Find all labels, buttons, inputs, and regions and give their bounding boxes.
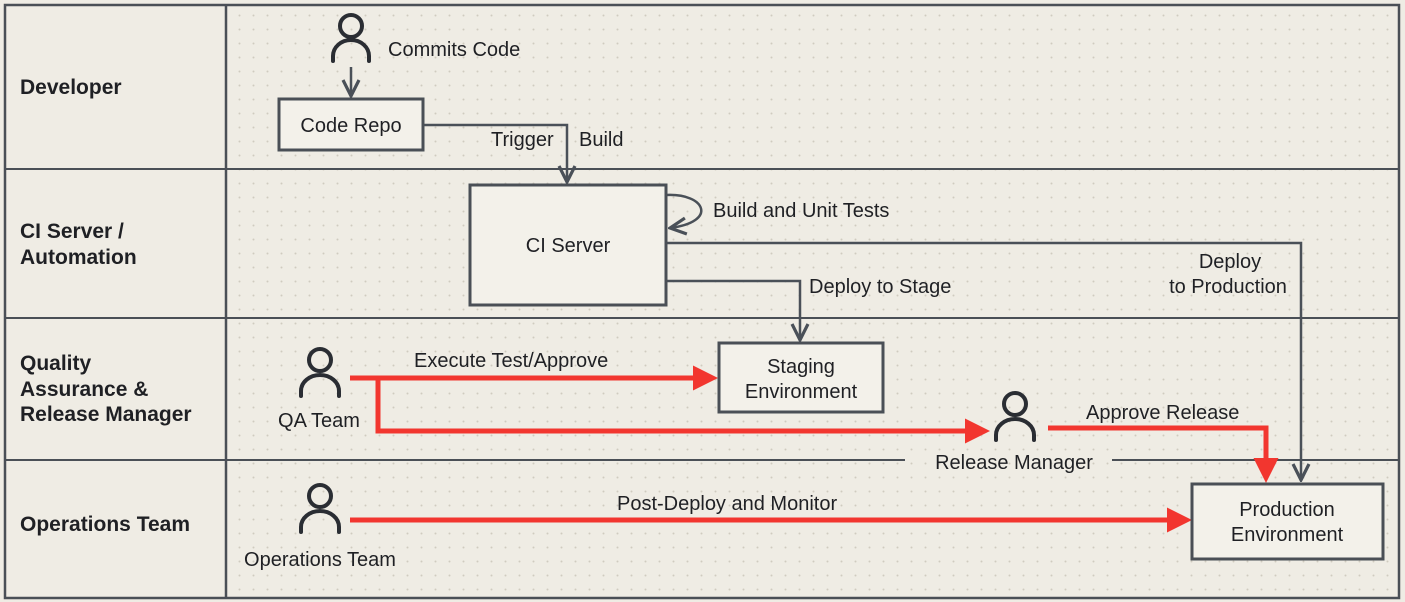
lane-label-operations: Operations Team	[20, 513, 190, 536]
production-label-line1: Production	[1239, 499, 1335, 521]
qa-team-person-icon	[299, 347, 341, 398]
lane-ci-server: CI Server / Automation	[20, 220, 137, 269]
developer-person-icon	[331, 13, 371, 63]
trigger-build-arrow	[423, 123, 567, 182]
lane-operations: Operations Team	[20, 513, 190, 536]
lane-label-ci-line2: Automation	[20, 246, 137, 269]
lane-label-qa-line3: Release Manager	[20, 403, 192, 426]
approve-release-arrow	[1048, 425, 1279, 483]
deploy-production-arrow	[666, 241, 1301, 480]
lane-label-qa-line1: Quality	[20, 352, 92, 375]
post-deploy-label: Post-Deploy and Monitor	[617, 493, 837, 515]
operations-team-person-icon	[299, 483, 341, 534]
trigger-label: Trigger	[491, 129, 554, 151]
build-label: Build	[579, 129, 623, 151]
lane-label-ci-line1: CI Server /	[20, 220, 124, 243]
ci-server-node: CI Server	[468, 183, 668, 307]
commits-code-label: Commits Code	[388, 39, 520, 61]
deploy-production-label-line2: to Production	[1169, 276, 1287, 298]
staging-label-line2: Environment	[745, 381, 858, 403]
code-repo-label: Code Repo	[300, 115, 401, 137]
release-manager-label: Release Manager	[935, 452, 1093, 474]
release-manager-person-icon	[994, 391, 1036, 442]
ci-server-label: CI Server	[526, 235, 611, 257]
deploy-production-label-line1: Deploy	[1199, 251, 1261, 273]
staging-environment-node: Staging Environment	[717, 341, 885, 414]
qa-team-label: QA Team	[278, 410, 360, 432]
swimlane-grid	[3, 3, 1401, 600]
lane-label-qa-line2: Assurance &	[20, 378, 148, 401]
build-unit-tests-label: Build and Unit Tests	[713, 200, 889, 222]
qa-to-release-arrow	[375, 378, 990, 444]
lane-developer: Developer	[20, 76, 122, 99]
operations-team-label: Operations Team	[244, 549, 396, 571]
execute-test-label: Execute Test/Approve	[414, 350, 608, 372]
deploy-stage-label: Deploy to Stage	[809, 276, 951, 298]
deploy-stage-arrow	[666, 279, 800, 340]
production-label-line2: Environment	[1231, 524, 1344, 546]
staging-label-line1: Staging	[767, 356, 835, 378]
code-repo-node: Code Repo	[277, 97, 425, 152]
lane-label-developer: Developer	[20, 76, 122, 99]
production-environment-node: Production Environment	[1190, 482, 1385, 561]
lane-qa-release: Quality Assurance & Release Manager	[20, 352, 192, 426]
build-tests-loop-arrow	[665, 193, 703, 228]
approve-release-label: Approve Release	[1086, 402, 1239, 424]
